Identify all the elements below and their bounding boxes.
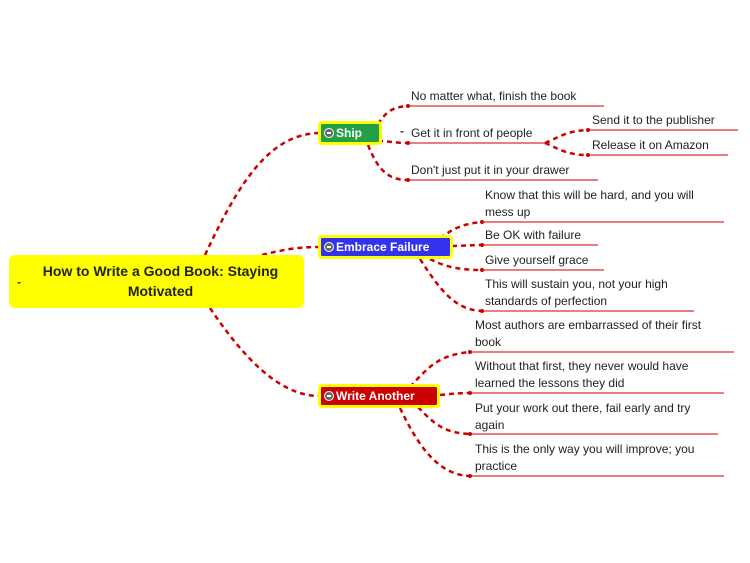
branch-ship[interactable]: Ship	[318, 121, 382, 145]
collapse-icon[interactable]	[324, 391, 334, 401]
dot-grace	[480, 268, 484, 272]
leaf-release-amazon[interactable]: Release it on Amazon	[592, 138, 709, 152]
connector-failure-grace	[429, 257, 483, 272]
collapse-toggle-front[interactable]: -	[400, 124, 404, 138]
dot-improve	[468, 474, 472, 478]
dot-sustain	[480, 309, 484, 313]
leaf-send-publisher[interactable]: Send it to the publisher	[592, 113, 715, 127]
branch-embrace-failure-label: Embrace Failure	[336, 240, 430, 254]
connector-ship-finish	[376, 104, 409, 125]
connector-failure-ok	[451, 243, 483, 248]
dot-finish	[406, 104, 410, 108]
leaf-embarrassed-first-book[interactable]: Most authors are embarrassed of their fi…	[475, 318, 702, 349]
leaf-ok-with-failure[interactable]: Be OK with failure	[485, 228, 582, 242]
connector-central-failure	[261, 245, 319, 257]
branch-embrace-failure[interactable]: Embrace Failure	[318, 235, 453, 259]
collapse-icon[interactable]	[324, 242, 334, 252]
dot-amazon	[586, 153, 590, 157]
dot-lessons	[468, 391, 472, 395]
dot-publisher	[586, 128, 590, 132]
collapse-icon[interactable]	[324, 128, 334, 138]
leaf-sustain-you[interactable]: This will sustain you, not your high sta…	[485, 277, 668, 308]
dot-front	[406, 141, 410, 145]
dot-embarrassed	[468, 350, 472, 354]
dot-drawer	[406, 178, 410, 182]
connector-ship-drawer	[366, 144, 409, 182]
leaf-give-grace[interactable]: Give yourself grace	[485, 253, 589, 267]
connector-ship-front	[377, 139, 409, 145]
dot-ok	[480, 243, 484, 247]
connector-front-publisher	[544, 128, 589, 145]
connector-central-another	[208, 307, 319, 398]
central-topic[interactable]: - How to Write a Good Book: Staying Moti…	[9, 255, 304, 308]
leaf-learned-lessons[interactable]: Without that first, they never would hav…	[475, 359, 689, 390]
leaf-fail-early[interactable]: Put your work out there, fail early and …	[475, 401, 691, 432]
central-collapse-toggle[interactable]: -	[17, 275, 21, 289]
connector-failure-sustain	[418, 258, 483, 313]
leaf-finish-book[interactable]: No matter what, finish the book	[411, 89, 577, 103]
connector-another-improve	[398, 407, 471, 478]
leaf-front-of-people[interactable]: Get it in front of people	[411, 126, 533, 140]
leaf-drawer[interactable]: Don't just put it in your drawer	[411, 163, 570, 177]
connector-another-lessons	[439, 391, 471, 397]
connector-central-ship	[203, 131, 319, 256]
connector-another-embarrassed	[409, 350, 471, 388]
connector-front-amazon	[544, 141, 589, 157]
connector-another-fail-early	[417, 406, 471, 436]
branch-ship-label: Ship	[336, 126, 362, 140]
branch-write-another-label: Write Another	[336, 389, 415, 403]
dot-hard	[480, 220, 484, 224]
branch-write-another[interactable]: Write Another	[318, 384, 440, 408]
dot-fail-early	[468, 432, 472, 436]
central-topic-title: How to Write a Good Book: Staying Motiva…	[42, 263, 279, 299]
leaf-only-way-improve[interactable]: This is the only way you will improve; y…	[475, 442, 695, 473]
leaf-will-be-hard[interactable]: Know that this will be hard, and you wil…	[485, 188, 694, 219]
